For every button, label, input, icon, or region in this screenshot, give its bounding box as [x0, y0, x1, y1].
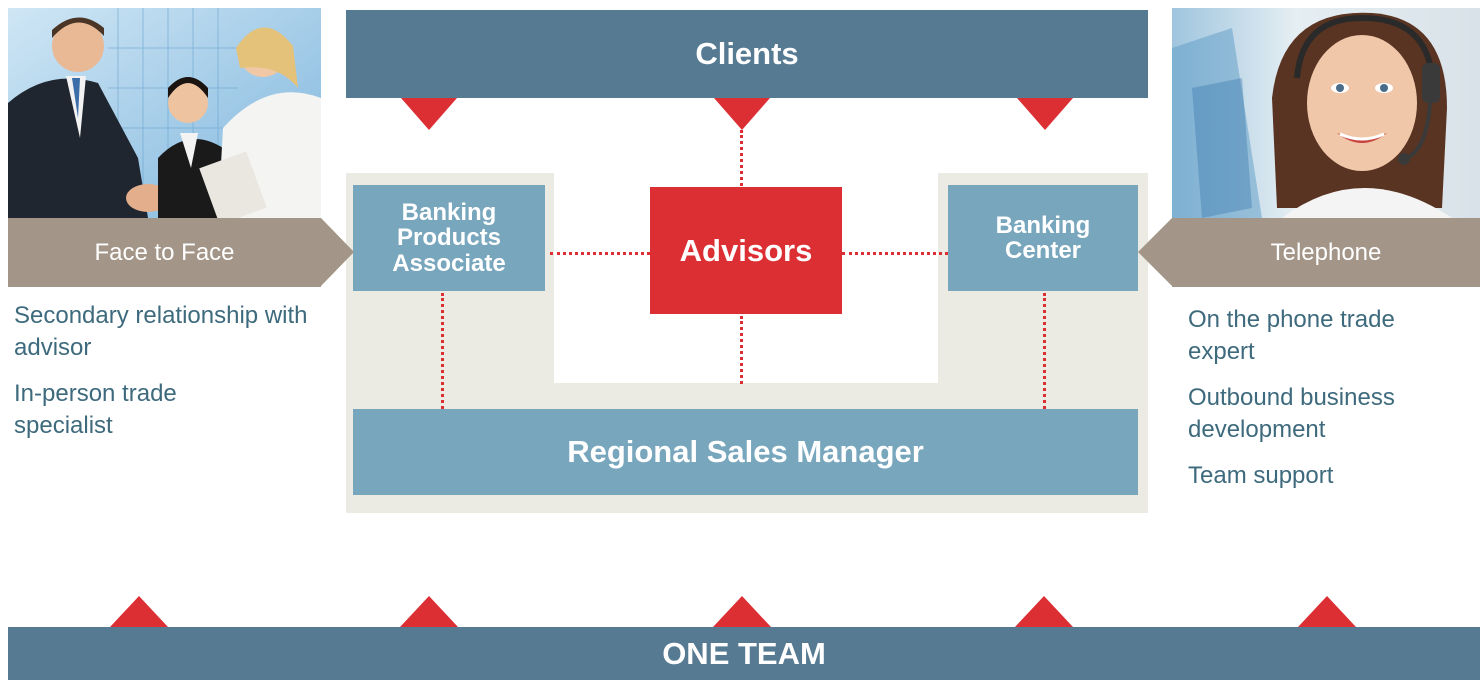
banking-center-box: Banking Center — [948, 185, 1138, 291]
clients-bar: Clients — [346, 10, 1148, 98]
up-arrow-5 — [1298, 596, 1356, 627]
connector-right-box-manager — [1043, 293, 1046, 409]
telephone-photo — [1172, 8, 1480, 218]
down-arrow-left — [401, 98, 457, 130]
telephone-label: Telephone — [1270, 238, 1382, 266]
connector-clients-advisors — [740, 130, 743, 186]
face-to-face-arrow: Face to Face — [8, 218, 354, 287]
face-to-face-bullet-1: Secondary relationship with advisor — [14, 302, 308, 361]
banking-products-associate-label: Banking Products Associate — [392, 199, 506, 277]
face-to-face-photo — [8, 8, 321, 218]
down-arrow-right — [1017, 98, 1073, 130]
telephone-bullets: On the phone trade expert Outbound busin… — [1188, 304, 1473, 492]
telephone-bullet-1: On the phone trade expert — [1188, 306, 1395, 365]
one-team-bar: ONE TEAM — [8, 627, 1480, 680]
connector-advisors-right-box — [842, 252, 948, 255]
clients-label: Clients — [695, 36, 799, 71]
telephone-bullet-2: Outbound business development — [1188, 383, 1395, 443]
telephone-arrow: Telephone — [1138, 218, 1480, 287]
up-arrow-4 — [1015, 596, 1073, 627]
up-arrow-1 — [110, 596, 168, 627]
connector-advisors-manager — [740, 316, 743, 384]
connector-left-box-advisors — [550, 252, 650, 255]
telephone-bullet-3: Team support — [1188, 461, 1334, 489]
telephone-arrow-body: Telephone — [1172, 218, 1480, 287]
advisors-box: Advisors — [650, 187, 842, 314]
up-arrow-3 — [713, 596, 771, 627]
up-arrow-2 — [400, 596, 458, 627]
connector-left-box-manager — [441, 293, 444, 409]
regional-sales-manager-box: Regional Sales Manager — [353, 409, 1138, 495]
face-to-face-bullet-2: In-person trade specialist — [14, 379, 177, 439]
face-to-face-label: Face to Face — [94, 238, 235, 266]
regional-sales-manager-label: Regional Sales Manager — [567, 433, 924, 469]
face-to-face-arrow-body: Face to Face — [8, 218, 321, 287]
face-to-face-bullets: Secondary relationship with advisor In-p… — [14, 300, 334, 442]
one-team-label: ONE TEAM — [662, 635, 826, 671]
face-to-face-arrow-tip — [321, 218, 354, 286]
advisors-label: Advisors — [679, 232, 813, 268]
banking-products-associate-box: Banking Products Associate — [353, 185, 545, 291]
down-arrow-center — [714, 98, 770, 130]
telephone-arrow-tip — [1138, 218, 1172, 286]
banking-center-label: Banking Center — [995, 211, 1091, 264]
